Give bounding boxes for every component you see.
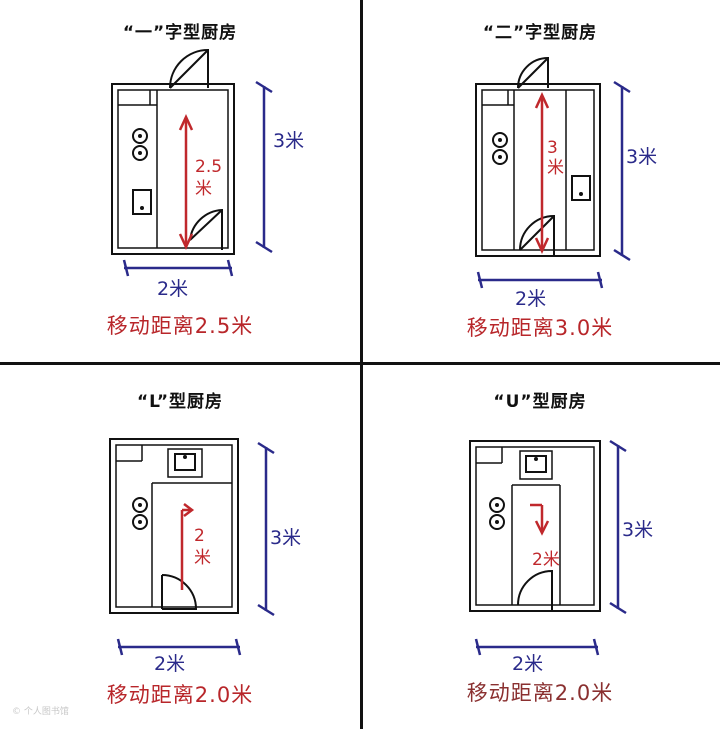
length-label: 3米 xyxy=(626,146,658,168)
width-label: 2米 xyxy=(154,653,186,675)
quadrant-title: “L”型厨房 xyxy=(136,392,224,412)
kitchen-plan-yi xyxy=(111,48,273,277)
quadrant-title: “二”字型厨房 xyxy=(482,23,598,43)
quadrant-yi-kitchen: “一”字型厨房 2.5 米 3米 2米 移 xyxy=(0,0,360,362)
move-distance: 移动距离2.0米 xyxy=(106,683,254,707)
quadrant-title: “一”字型厨房 xyxy=(122,23,238,43)
length-label: 3米 xyxy=(270,527,302,549)
kitchen-plan-u xyxy=(469,439,627,656)
distance-label: 2.5 米 xyxy=(195,157,223,199)
quadrant-l-kitchen: “L”型厨房 2 米 3米 2米 移动距离2.0米 xyxy=(0,365,360,727)
length-label: 3米 xyxy=(273,130,305,152)
quadrant-title: “U”型厨房 xyxy=(493,392,587,412)
move-distance: 移动距离2.5米 xyxy=(106,314,254,338)
distance-label: 2米 xyxy=(532,550,560,570)
move-distance: 移动距离2.0米 xyxy=(466,681,614,705)
horizontal-divider xyxy=(0,362,720,365)
kitchen-plan-l xyxy=(109,438,275,656)
quadrant-u-kitchen: “U”型厨房 2米 3米 2米 移动距离2.0米 xyxy=(360,365,720,727)
move-distance: 移动距离3.0米 xyxy=(466,316,614,340)
width-label: 2米 xyxy=(515,288,547,310)
watermark: © 个人图书馆 xyxy=(12,707,69,717)
kitchen-plan-er xyxy=(475,56,631,289)
width-label: 2米 xyxy=(512,653,544,675)
distance-label: 3 米 xyxy=(547,138,564,178)
length-label: 3米 xyxy=(622,519,654,541)
width-label: 2米 xyxy=(157,278,189,300)
quadrant-er-kitchen: “二”字型厨房 3 米 3米 2米 移动距离3.0米 xyxy=(360,0,720,362)
distance-label: 2 米 xyxy=(194,526,211,568)
